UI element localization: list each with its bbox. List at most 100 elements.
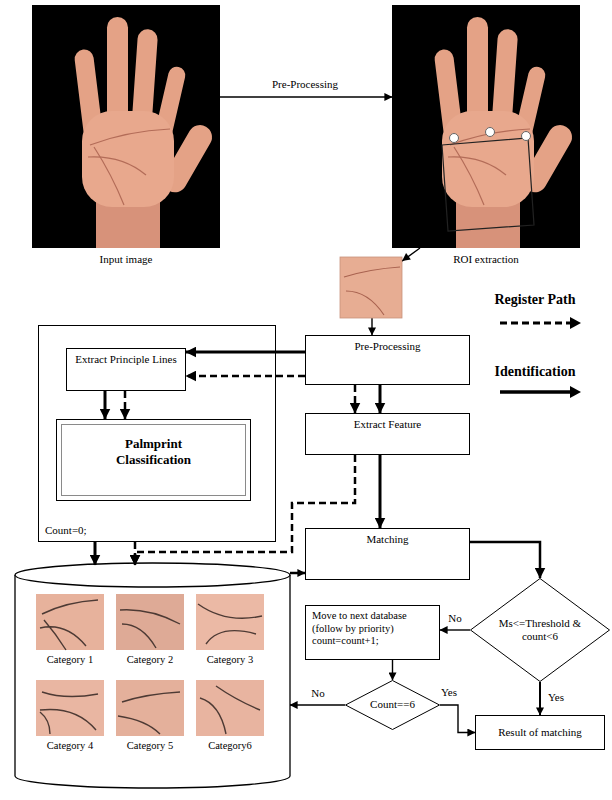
process-box: Extract Feature <box>305 413 470 455</box>
connector-arrow <box>104 391 107 419</box>
condition-text: Count==6 <box>370 698 415 711</box>
principal-line <box>198 604 262 644</box>
category-label: Category 4 <box>36 740 104 753</box>
process-box: Extract Principle Lines <box>66 348 186 391</box>
connector-arrow <box>124 391 127 419</box>
decision-diamond: Count==6 <box>345 680 440 730</box>
image-caption: Input image <box>32 253 220 266</box>
connector-arrow <box>379 385 382 413</box>
category-label: Category6 <box>196 740 264 753</box>
photo-ground <box>32 5 220 248</box>
skin-patch <box>116 594 184 650</box>
connector-arrow <box>290 572 305 575</box>
category-images <box>36 594 264 736</box>
box-label: Matching <box>312 533 463 546</box>
box-label: Pre-Processing <box>312 340 463 353</box>
category-image <box>116 680 184 736</box>
cylinder-top <box>15 563 290 587</box>
connector-arrow <box>372 248 420 335</box>
principal-line <box>200 686 260 734</box>
category-label: Category 1 <box>36 654 104 667</box>
connector-arrow <box>539 682 541 715</box>
legend-entry: Register Path <box>480 290 590 309</box>
box-label: Extract Feature <box>312 418 463 431</box>
skin-patch <box>196 594 264 650</box>
arrowhead <box>570 386 581 398</box>
connector-arrow <box>440 705 475 733</box>
legend-entry: Identification <box>480 362 590 381</box>
principal-line <box>118 692 180 734</box>
legend-text: Identification <box>495 364 576 379</box>
principal-line <box>40 600 98 650</box>
database-cylinder: Category 1 Category 2 Category 3 Category 4… <box>15 563 290 790</box>
terminal-box: Result of matching <box>475 715 605 750</box>
image-caption: ROI extraction <box>392 253 580 266</box>
decision-diamond: Ms<=Threshold & count<6 <box>470 578 610 682</box>
connector-arrow <box>392 660 393 680</box>
process-box: Matching <box>305 528 470 580</box>
box-label: Move to next database (follow by priorit… <box>312 610 433 635</box>
database-cylinder-art <box>15 563 290 788</box>
category-label: Category 5 <box>116 740 184 753</box>
skin-patch <box>196 680 264 736</box>
diamond-shape <box>346 681 440 730</box>
edge-label: No <box>309 687 326 700</box>
condition-text: Ms<=Threshold & count<6 <box>496 617 584 643</box>
category-image <box>36 680 104 736</box>
category-image <box>116 594 184 650</box>
category-image <box>196 594 264 650</box>
connector-arrow <box>470 542 540 578</box>
roi-photo-art <box>392 5 580 248</box>
photo-frame: Input image <box>32 5 220 248</box>
diamond-shape <box>471 579 610 682</box>
connector-arrow <box>134 542 137 565</box>
box-label: count=count+1; <box>312 635 433 648</box>
box-label: Palmprint Classification <box>97 436 210 467</box>
box-label: Result of matching <box>498 726 582 739</box>
connector-arrow <box>186 375 305 378</box>
connector-arrow <box>290 704 345 705</box>
skin-patch <box>116 680 184 736</box>
photo-frame: ROI extraction <box>392 5 580 248</box>
group-box: Count=0; Extract Principle LinesPalmprint… <box>38 325 276 542</box>
principal-line <box>344 267 400 315</box>
edge-label: Pre-Processing <box>270 78 340 91</box>
connector-arrow <box>379 455 382 528</box>
register-path-sample <box>500 322 572 325</box>
connector-arrow <box>94 542 97 565</box>
box-label: Extract Principle Lines <box>73 353 179 366</box>
roi-patch <box>340 257 402 318</box>
principal-line <box>40 692 98 734</box>
process-box: Pre-Processing <box>305 335 470 385</box>
valley-point <box>486 128 495 137</box>
connector-arrow <box>440 629 470 630</box>
connector-arrow <box>354 385 357 413</box>
connector-arrow <box>186 351 305 354</box>
category-label: Category 2 <box>116 654 184 667</box>
valley-point <box>450 134 459 143</box>
hand-drawing <box>74 17 217 248</box>
arrowhead <box>402 253 411 261</box>
edge-label: Yes <box>439 686 459 699</box>
edge-label: Yes <box>546 691 566 704</box>
counter-note: Count=0; <box>45 524 87 537</box>
photo-ground <box>392 5 580 248</box>
hand-drawing <box>434 17 577 248</box>
skin-patch <box>36 680 104 736</box>
edge-label: No <box>446 612 463 625</box>
process-box: Move to next database (follow by priorit… <box>305 605 440 660</box>
classification-box: Palmprint Classification <box>56 419 251 501</box>
category-image <box>36 594 104 650</box>
valley-point <box>522 132 531 141</box>
category-label: Category 3 <box>196 654 264 667</box>
principal-line <box>120 610 180 648</box>
legend-text: Register Path <box>495 292 576 307</box>
identification-sample <box>500 390 572 394</box>
cylinder-body <box>15 575 290 788</box>
roi-square <box>442 138 534 231</box>
connector-arrow <box>220 96 392 97</box>
arrowhead <box>570 317 581 329</box>
